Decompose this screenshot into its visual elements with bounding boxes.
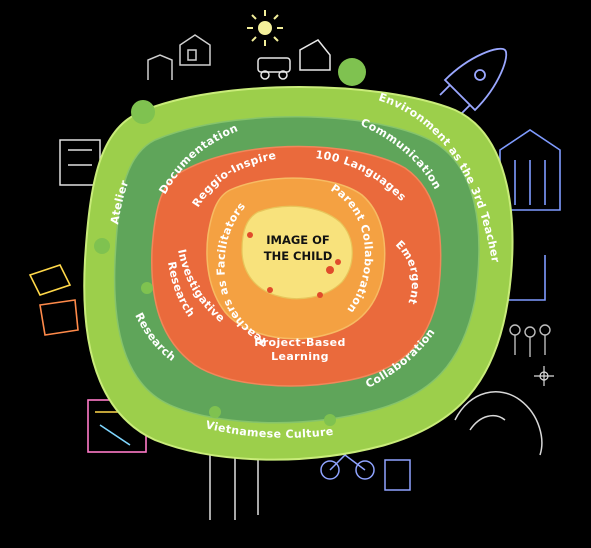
- center-title-line2: THE CHILD: [264, 249, 333, 263]
- sun-doodle: [247, 10, 283, 46]
- bush-decoration: [94, 58, 366, 426]
- house-doodle: [147, 34, 211, 80]
- dots-decoration: [247, 232, 341, 298]
- center-title-line1: IMAGE OF: [266, 233, 330, 247]
- car-doodle: [257, 39, 331, 80]
- star-doodle: [534, 366, 554, 386]
- label-project-based: Project-Based: [254, 336, 346, 349]
- label-learning: Learning: [271, 350, 329, 363]
- swing-doodle: [454, 391, 543, 456]
- people-doodle: [509, 324, 551, 357]
